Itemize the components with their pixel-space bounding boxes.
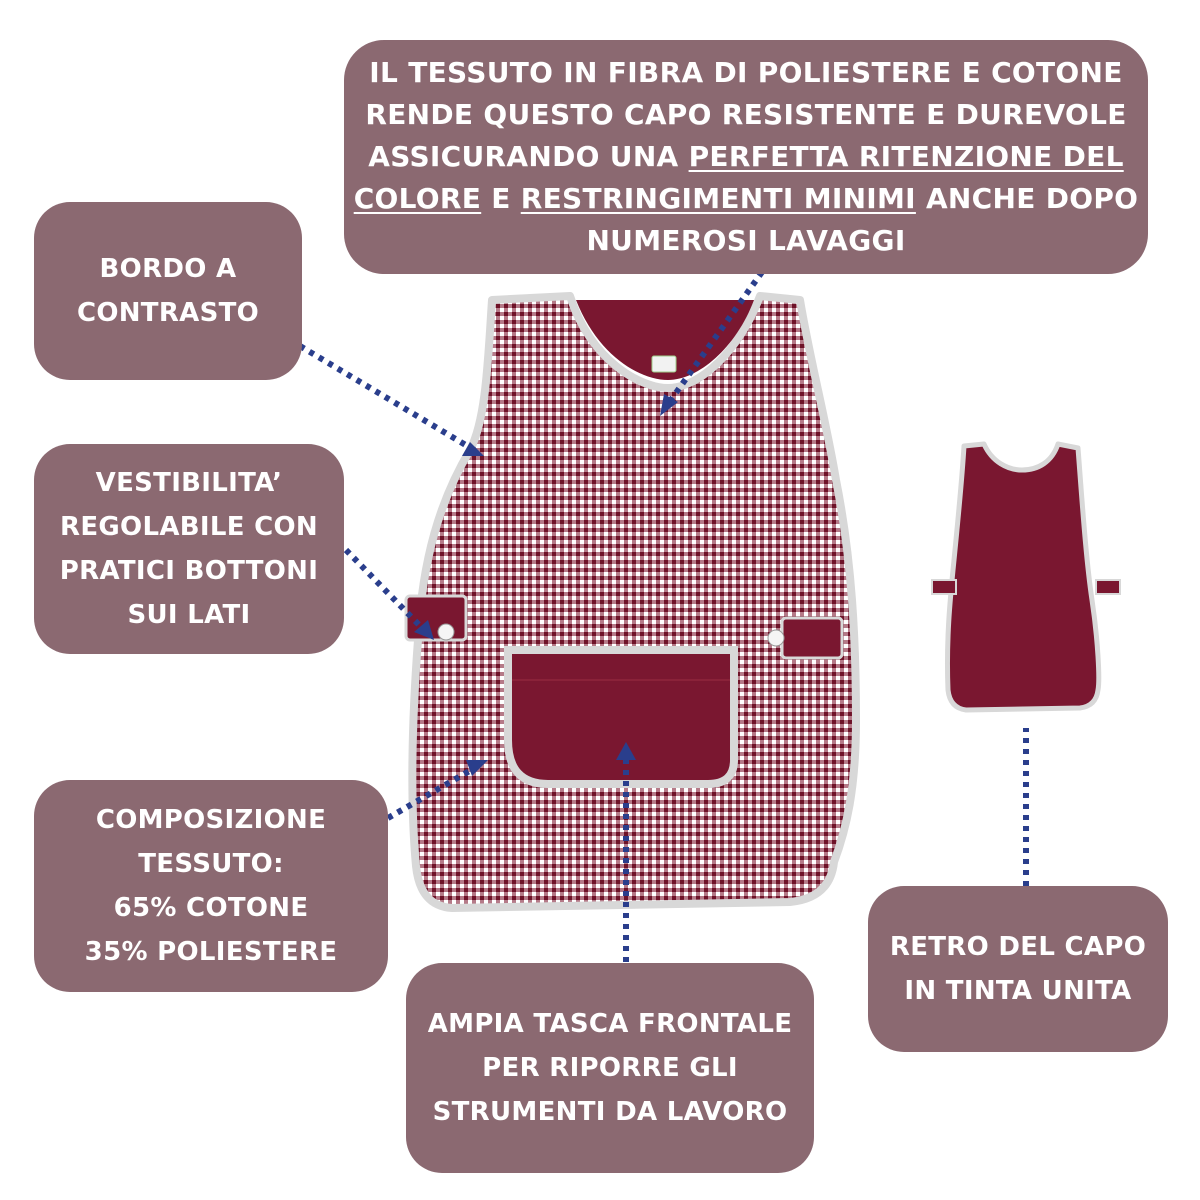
fabric-line-4: COLORE E RESTRINGIMENTI MINIMI ANCHE DOP… — [354, 178, 1139, 220]
callout-contrast-border: BORDO A CONTRASTO — [34, 202, 302, 380]
label-tag — [651, 355, 677, 373]
pocket-line-1: AMPIA TASCA FRONTALE — [427, 1009, 793, 1039]
composition-line-1: COMPOSIZIONE — [95, 805, 327, 835]
side-tab-right — [780, 616, 844, 660]
fit-line-3: PRATICI BOTTONI — [59, 556, 319, 586]
back-line-2: IN TINTA UNITA — [904, 976, 1132, 1006]
button-left — [437, 623, 455, 641]
composition-line-3: 65% COTONE — [113, 893, 309, 923]
fabric-line-4-post: ANCHE DOPO — [915, 182, 1139, 215]
callout-composition: COMPOSIZIONE TESSUTO: 65% COTONE 35% POL… — [34, 780, 388, 992]
fabric-line-1: IL TESSUTO IN FIBRA DI POLIESTERE E COTO… — [369, 56, 1123, 89]
fabric-color-retention-underlined: PERFETTA RITENZIONE DEL — [688, 140, 1124, 173]
callout-adjustable-fit: VESTIBILITA’ REGOLABILE CON PRATICI BOTT… — [34, 444, 344, 654]
front-tabard — [404, 292, 860, 912]
front-pocket — [504, 646, 738, 788]
composition-line-4: 35% POLIESTERE — [84, 937, 338, 967]
back-line-1: RETRO DEL CAPO — [889, 932, 1147, 962]
fabric-line-3-text: ASSICURANDO UNA — [368, 140, 689, 173]
fit-line-1: VESTIBILITA’ — [95, 468, 283, 498]
pocket-line-3: STRUMENTI DA LAVORO — [432, 1097, 788, 1127]
callout-back-solid-color: RETRO DEL CAPO IN TINTA UNITA — [868, 886, 1168, 1052]
callout-front-pocket: AMPIA TASCA FRONTALE PER RIPORRE GLI STR… — [406, 963, 814, 1173]
back-tabard — [931, 441, 1121, 713]
fabric-line-3: ASSICURANDO UNA PERFETTA RITENZIONE DEL — [368, 136, 1123, 178]
composition-line-2: TESSUTO: — [138, 849, 284, 879]
side-tab-left — [404, 594, 468, 642]
button-right — [767, 629, 785, 647]
fit-line-4: SUI LATI — [127, 600, 251, 630]
fit-line-2: REGOLABILE CON — [60, 512, 318, 542]
border-line-2: CONTRASTO — [76, 298, 260, 328]
fabric-line-5: NUMEROSI LAVAGGI — [586, 224, 906, 257]
pocket-line-2: PER RIPORRE GLI — [482, 1053, 738, 1083]
fabric-line-4-mid: E — [481, 182, 521, 215]
border-line-1: BORDO A — [99, 254, 237, 284]
fabric-colore-underlined: COLORE — [353, 182, 482, 215]
fabric-shrinkage-underlined: RESTRINGIMENTI MINIMI — [520, 182, 916, 215]
callout-fabric: IL TESSUTO IN FIBRA DI POLIESTERE E COTO… — [344, 40, 1148, 274]
fabric-line-2: RENDE QUESTO CAPO RESISTENTE E DUREVOLE — [365, 98, 1127, 131]
